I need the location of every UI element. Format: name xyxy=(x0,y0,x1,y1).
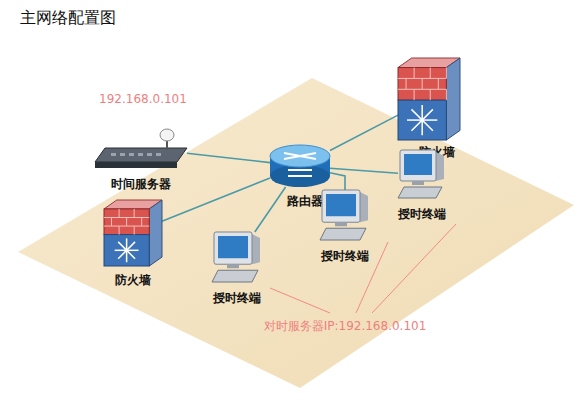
ground-plane xyxy=(18,78,574,388)
terminal-icon xyxy=(398,150,446,200)
node-label: 授时终端 xyxy=(213,290,261,307)
ip-address: 192.168.0.101 xyxy=(99,92,187,106)
terminal-icon xyxy=(212,232,262,284)
network-cable xyxy=(330,168,398,173)
terminal-node: 授时终端 xyxy=(320,190,370,242)
firewall-node: 防火墙 xyxy=(398,58,460,140)
firewall-icon xyxy=(398,58,460,140)
network-cable xyxy=(162,178,270,221)
diagram-title: 主网络配置图 xyxy=(20,8,116,29)
network-cable xyxy=(330,115,398,150)
terminal-node: 授时终端 xyxy=(212,232,262,284)
terminal-node: 授时终端 xyxy=(398,150,446,200)
leader-line xyxy=(372,224,456,313)
node-label: 授时终端 xyxy=(321,248,369,265)
node-label: 时间服务器 xyxy=(111,176,171,193)
network-cable xyxy=(187,153,270,162)
network-cable xyxy=(330,173,345,190)
leader-lines xyxy=(270,224,456,313)
node-label: 授时终端 xyxy=(398,206,446,223)
callout-text: 对时服务器IP:192.168.0.101 xyxy=(264,318,427,335)
router-node: 路由器 xyxy=(270,145,330,187)
router-icon xyxy=(270,145,330,187)
terminal-icon xyxy=(320,190,370,242)
node-label: 路由器 xyxy=(287,193,323,210)
node-label: 防火墙 xyxy=(115,272,151,289)
firewall-icon xyxy=(104,200,162,266)
leader-line xyxy=(270,288,330,313)
network-cable xyxy=(255,187,286,232)
server-icon xyxy=(95,128,187,168)
firewall-node: 防火墙 xyxy=(104,200,162,266)
server-node: 时间服务器 xyxy=(95,128,187,168)
